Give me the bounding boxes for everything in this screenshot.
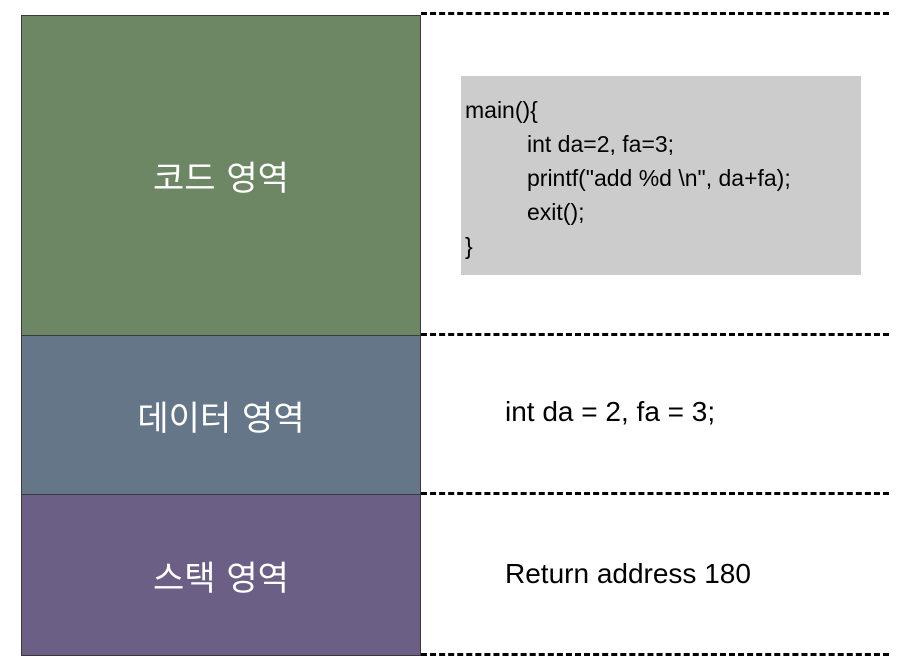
code-segment-label: 코드 영역 (153, 159, 289, 199)
divider-line (421, 333, 889, 336)
divider-line (421, 12, 889, 15)
data-segment-label: 데이터 영역 (137, 398, 305, 439)
code-line: } (465, 233, 473, 259)
divider-line (421, 492, 889, 495)
data-segment-content: int da = 2, fa = 3; (505, 396, 716, 427)
divider-line (421, 653, 889, 656)
stack-segment-label: 스택 영역 (153, 558, 289, 599)
code-line: main(){ (465, 97, 538, 123)
code-line: printf("add %d \n", da+fa); (527, 165, 791, 191)
data-segment: 데이터 영역 (21, 335, 421, 495)
code-segment: 코드 영역 (21, 15, 421, 336)
code-line: int da=2, fa=3; (527, 131, 675, 157)
code-line: exit(); (527, 199, 585, 225)
code-snippet-box: main(){ int da=2, fa=3; printf("add %d \… (461, 76, 861, 275)
stack-segment-content: Return address 180 (505, 558, 751, 589)
stack-segment: 스택 영역 (21, 494, 421, 656)
